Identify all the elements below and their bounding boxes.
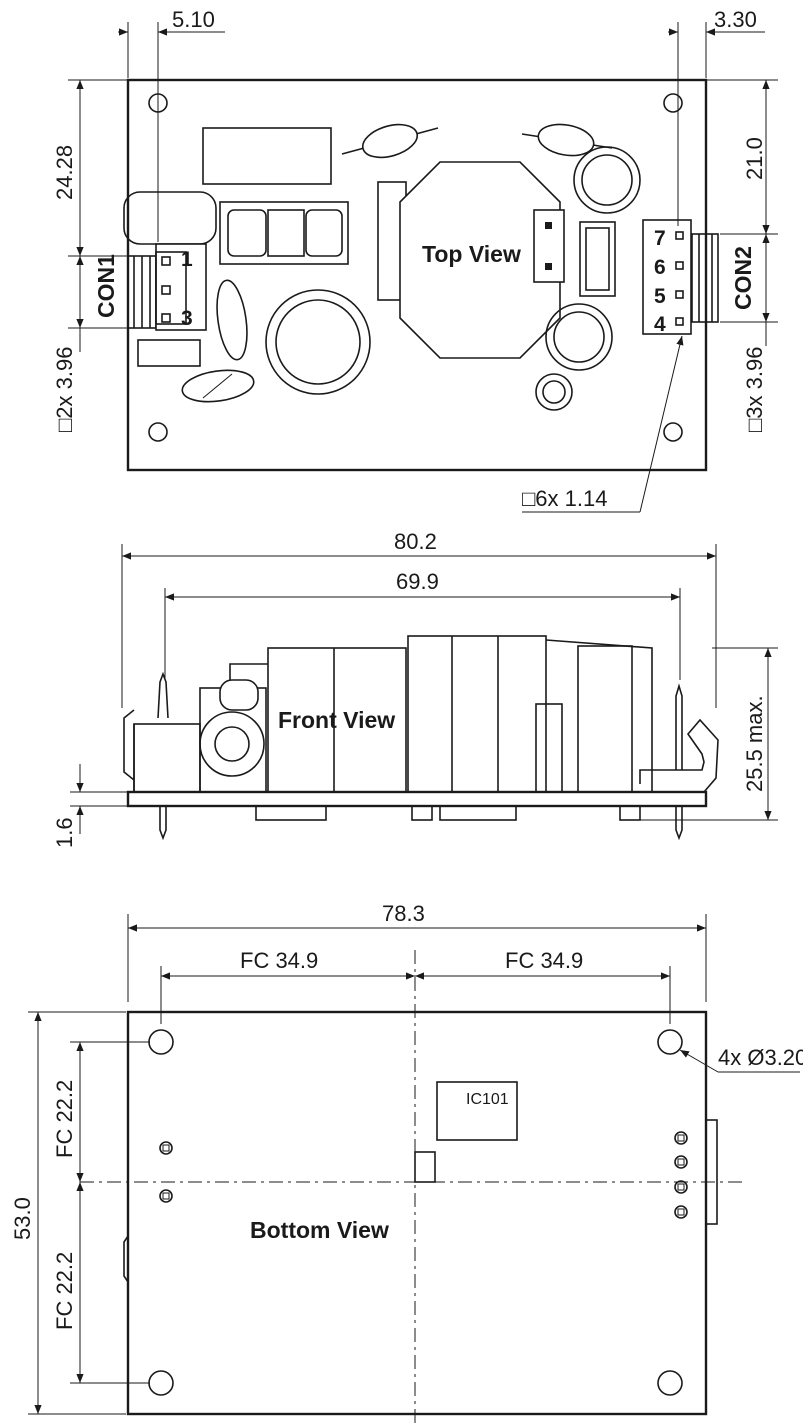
top-cap-right-mid — [545, 303, 613, 371]
con2-pin-7: 7 — [654, 227, 666, 250]
dim-fc-34-9-left: FC 34.9 — [160, 948, 415, 1024]
svg-text:53.0: 53.0 — [10, 1197, 35, 1240]
con2-pin-4: 4 — [654, 313, 666, 336]
bottom-pads-left — [159, 1141, 173, 1203]
bottom-pads-right — [674, 1131, 688, 1219]
dim-6x-1-14: □6x 1.14 — [522, 335, 684, 513]
front-cap-tall — [577, 645, 633, 793]
svg-text:FC 34.9: FC 34.9 — [505, 948, 583, 973]
top-cap-large — [265, 289, 371, 395]
dim-25-5-max: 25.5 max. — [640, 647, 778, 821]
top-mount-hole-bl — [148, 422, 168, 442]
dim-21-0: 21.0 — [706, 79, 778, 235]
con2-pin-5: 5 — [654, 285, 666, 308]
front-coil — [199, 663, 268, 793]
front-right-connector — [639, 683, 719, 841]
bottom-view: 78.3 FC 34.9 FC 34.9 IC101 — [10, 901, 803, 1427]
svg-text:□2x 3.96: □2x 3.96 — [52, 347, 77, 432]
svg-text:□6x 1.14: □6x 1.14 — [522, 486, 607, 511]
svg-text:FC 22.2: FC 22.2 — [52, 1252, 77, 1330]
con2-label: CON2 — [730, 246, 756, 310]
con1-pin-1: 1 — [181, 248, 193, 271]
dim-80-2: 80.2 — [121, 529, 717, 708]
top-component-block — [202, 127, 332, 185]
bottom-ic101 — [436, 1081, 518, 1141]
top-relay — [579, 221, 616, 297]
svg-text:21.0: 21.0 — [742, 137, 767, 180]
svg-text:FC 34.9: FC 34.9 — [240, 948, 318, 973]
front-transformer-left — [267, 647, 407, 793]
svg-text:1.6: 1.6 — [52, 817, 77, 848]
top-choke — [219, 201, 349, 265]
bottom-view-label: Bottom View — [250, 1217, 389, 1243]
svg-text:78.3: 78.3 — [382, 901, 425, 926]
top-diode-1 — [341, 123, 439, 159]
dim-78-3: 78.3 — [127, 901, 707, 1002]
bottom-mount-hole-tl — [148, 1029, 174, 1055]
dim-3-30: 3.30 — [668, 7, 765, 226]
dim-4x-3-20: 4x Ø3.20 — [679, 1045, 803, 1073]
top-cap-right-top — [573, 146, 641, 214]
con1-label: CON1 — [93, 254, 119, 318]
front-view: 80.2 69.9 — [52, 529, 778, 848]
dim-fc-22-2-top: FC 22.2 — [52, 1041, 150, 1182]
svg-text:5.10: 5.10 — [172, 7, 215, 32]
dim-2x-3-96: □2x 3.96 — [52, 256, 128, 432]
bottom-mount-hole-br — [657, 1370, 683, 1396]
bottom-board-outline — [126, 1010, 708, 1416]
front-under-part-4 — [619, 805, 641, 821]
svg-text:3.30: 3.30 — [714, 7, 757, 32]
front-pcb — [126, 790, 708, 808]
dim-3x-3-96: □3x 3.96 — [720, 234, 778, 432]
con1-connector — [127, 243, 207, 331]
dim-fc-34-9-right: FC 34.9 — [415, 948, 671, 1024]
dim-1-6: 1.6 — [52, 764, 128, 848]
bottom-con2-edge — [705, 1119, 718, 1225]
top-transformer — [377, 161, 565, 359]
dim-fc-22-2-bottom: FC 22.2 — [52, 1182, 150, 1384]
bottom-ic101-label: IC101 — [466, 1091, 509, 1108]
front-under-part-2 — [411, 805, 433, 821]
front-small-block — [535, 703, 563, 793]
top-resistor-block — [137, 339, 201, 367]
bottom-mount-hole-bl — [148, 1370, 174, 1396]
dim-53-0: 53.0 — [10, 1011, 126, 1415]
svg-text:69.9: 69.9 — [396, 569, 439, 594]
front-view-label: Front View — [278, 707, 395, 733]
svg-text:80.2: 80.2 — [394, 529, 437, 554]
svg-text:□3x 3.96: □3x 3.96 — [742, 347, 767, 432]
con2-pin-6: 6 — [654, 256, 666, 279]
dim-5-10: 5.10 — [118, 7, 225, 242]
top-cap-small — [535, 373, 573, 411]
dim-24-28: 24.28 — [52, 79, 128, 257]
bottom-small-part — [414, 1151, 436, 1183]
svg-text:25.5 max.: 25.5 max. — [742, 695, 767, 792]
bottom-mount-hole-tr — [657, 1029, 683, 1055]
svg-text:4x Ø3.20: 4x Ø3.20 — [718, 1045, 803, 1070]
front-under-part-3 — [439, 805, 517, 821]
svg-text:FC 22.2: FC 22.2 — [52, 1080, 77, 1158]
front-transformer-right — [407, 635, 547, 793]
top-mount-hole-br — [663, 422, 683, 442]
top-cap-rounded — [123, 191, 217, 245]
front-left-connector — [123, 671, 201, 841]
top-mount-hole-tr — [663, 93, 683, 113]
bottom-con1-edge — [123, 1235, 129, 1283]
front-under-part-1 — [255, 805, 327, 821]
dim-69-9: 69.9 — [164, 569, 681, 680]
top-diode-2 — [521, 123, 613, 157]
svg-text:24.28: 24.28 — [52, 145, 77, 200]
con2-connector — [642, 219, 719, 335]
top-view-label: Top View — [422, 241, 521, 267]
top-oval-parts — [181, 279, 255, 403]
con1-pin-3: 3 — [181, 307, 193, 330]
top-view: CON1 1 3 7 6 5 4 CON2 Top View 5.10 — [52, 7, 778, 513]
